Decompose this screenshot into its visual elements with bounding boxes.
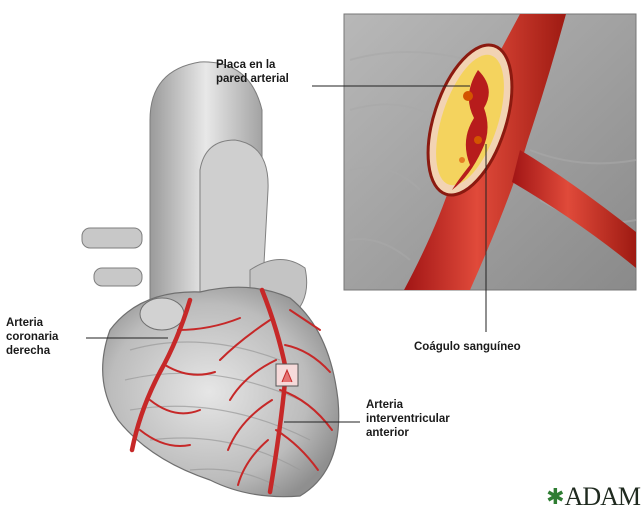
adam-logo-text: ADAM	[565, 482, 640, 512]
inset-panel	[344, 14, 636, 290]
adam-star-icon: ✱	[546, 484, 563, 510]
label-derecha-line2: coronaria	[6, 330, 58, 344]
label-arteria-interventricular-anterior: Arteria interventricular anterior	[366, 398, 450, 440]
label-anterior-line2: interventricular	[366, 412, 450, 426]
vessel-stub-upper	[82, 228, 142, 248]
label-anterior-line3: anterior	[366, 426, 450, 440]
right-auricle	[140, 298, 184, 330]
label-placa: Placa en la pared arterial	[216, 58, 289, 86]
adam-logo: ✱ ADAM	[546, 482, 640, 512]
label-derecha-line1: Arteria	[6, 316, 58, 330]
vessel-stub-lower	[94, 268, 142, 286]
label-arteria-coronaria-derecha: Arteria coronaria derecha	[6, 316, 58, 358]
label-coagulo-text: Coágulo sanguíneo	[414, 340, 521, 354]
label-coagulo: Coágulo sanguíneo	[414, 340, 521, 354]
label-anterior-line1: Arteria	[366, 398, 450, 412]
heart-illustration	[82, 62, 339, 497]
label-placa-line2: pared arterial	[216, 72, 289, 86]
label-derecha-line3: derecha	[6, 344, 58, 358]
label-placa-line1: Placa en la	[216, 58, 289, 72]
